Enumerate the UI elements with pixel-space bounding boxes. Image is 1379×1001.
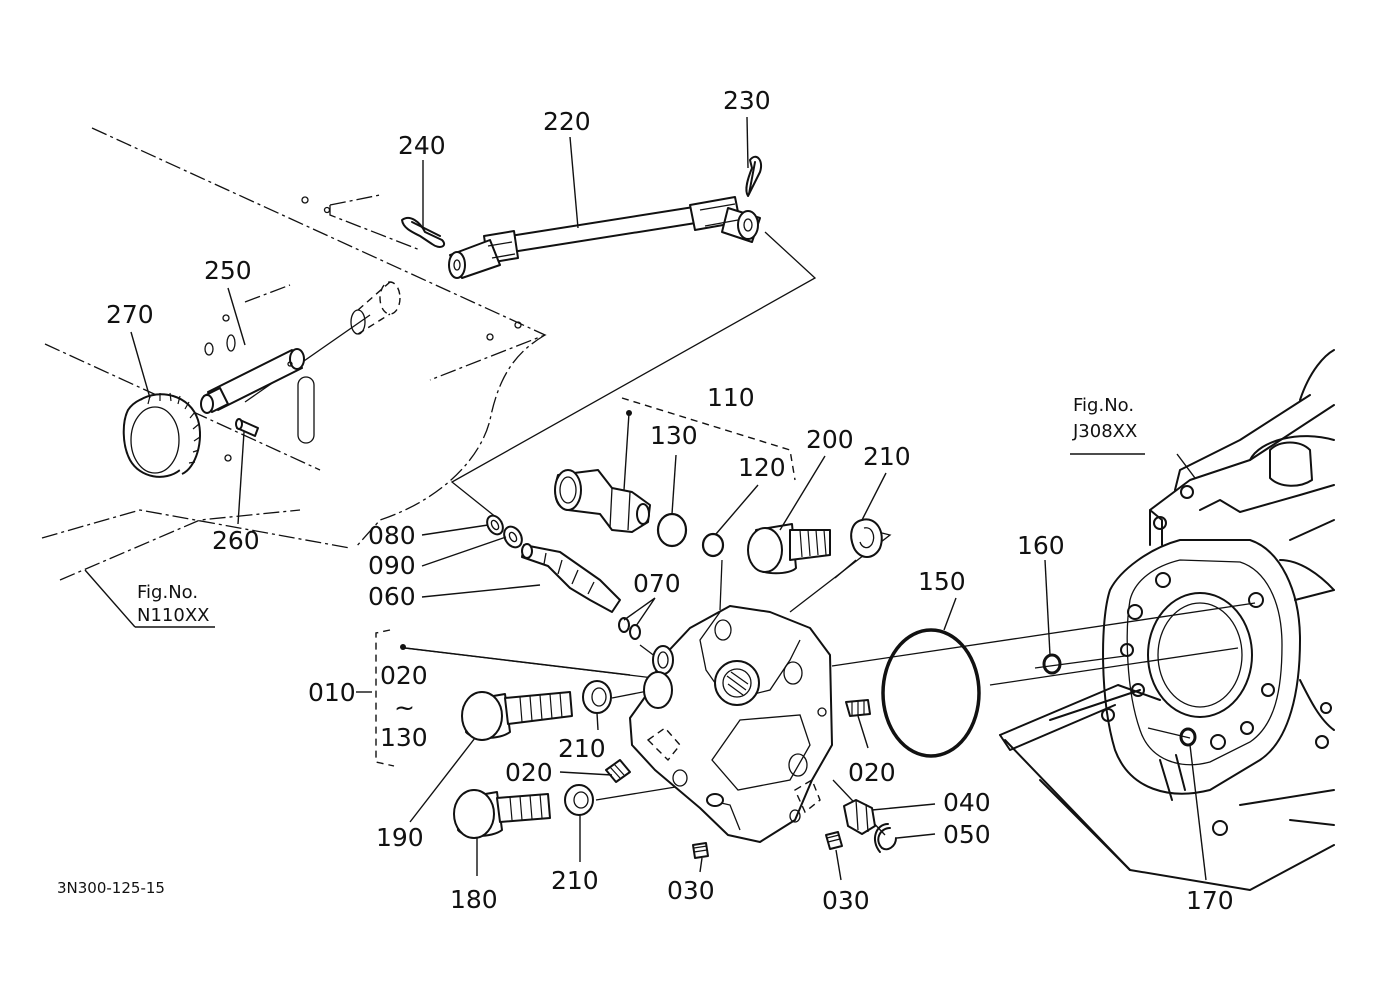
callout-050: 050 — [943, 820, 991, 849]
part-070-oring-a — [618, 617, 630, 633]
ref-j308-line1: Fig.No. — [1073, 395, 1134, 416]
part-060-spool — [521, 543, 621, 613]
callout-150: 150 — [918, 567, 966, 596]
part-210-washer-mid — [582, 680, 612, 714]
part-040-fitting — [843, 799, 876, 835]
callout-170: 170 — [1186, 886, 1234, 915]
part-220-control-rod — [448, 196, 761, 279]
frame-panel-outline — [41, 127, 547, 581]
callout-210-low: 210 — [551, 866, 599, 895]
bracket-010 — [375, 629, 395, 767]
callout-260: 260 — [212, 526, 260, 555]
part-270-knob — [122, 392, 202, 478]
bracket-110 — [621, 397, 796, 481]
leader-lines — [84, 116, 1207, 881]
range-separator: ~ — [394, 693, 415, 722]
callout-130-range-end: 130 — [380, 723, 428, 752]
part-210-washer — [850, 518, 883, 558]
callout-060: 060 — [368, 582, 416, 611]
part-020-plug-lower — [605, 759, 631, 783]
callout-030-left: 030 — [667, 876, 715, 905]
callout-250: 250 — [204, 256, 252, 285]
part-010-housing — [629, 605, 833, 843]
part-070-oring-b — [629, 624, 641, 640]
callout-230: 230 — [723, 86, 771, 115]
callout-160: 160 — [1017, 531, 1065, 560]
callout-010: 010 — [308, 678, 356, 707]
part-180-bolt — [453, 789, 551, 839]
callout-210-top: 210 — [863, 442, 911, 471]
callout-220: 220 — [543, 107, 591, 136]
callout-120: 120 — [738, 453, 786, 482]
part-110-valve — [554, 411, 651, 533]
part-240-clip — [401, 216, 446, 248]
part-190-bolt — [461, 691, 573, 741]
ref-n110-line2: N110XX — [137, 605, 209, 626]
callout-210-mid: 210 — [558, 734, 606, 763]
callout-080: 080 — [368, 521, 416, 550]
callout-270: 270 — [106, 300, 154, 329]
ref-n110-line1: Fig.No. — [137, 582, 198, 603]
callout-030-right: 030 — [822, 886, 870, 915]
part-130-ring — [656, 512, 688, 548]
drawing-code: 3N300-125-15 — [57, 879, 165, 897]
callout-200: 200 — [806, 425, 854, 454]
callout-190: 190 — [376, 823, 424, 852]
callout-070: 070 — [633, 569, 681, 598]
dot-110 — [626, 410, 632, 416]
callout-040: 040 — [943, 788, 991, 817]
part-230-clip — [745, 155, 762, 197]
part-210-washer-low — [564, 784, 594, 816]
part-160-ring — [1042, 653, 1062, 675]
ref-j308-line2: J308XX — [1072, 421, 1137, 442]
part-030-screw-a — [692, 842, 709, 859]
part-020-plug-upper — [817, 699, 871, 717]
part-080-washer — [486, 514, 504, 536]
part-170-ring — [1179, 727, 1197, 747]
part-090-washer — [503, 525, 523, 549]
callout-020-right: 020 — [848, 758, 896, 787]
part-260-pin — [235, 418, 259, 437]
callout-020-range-start: 020 — [380, 661, 428, 690]
transmission-case — [999, 349, 1335, 891]
part-120-ring — [701, 532, 725, 558]
part-250-shaft — [200, 348, 305, 414]
part-050-snap-ring — [873, 823, 897, 853]
part-030-screw-b — [825, 831, 843, 850]
callout-240: 240 — [398, 131, 446, 160]
callout-020-left: 020 — [505, 758, 553, 787]
callout-130-top: 130 — [650, 421, 698, 450]
callout-110: 110 — [707, 383, 755, 412]
part-200-bolt — [747, 523, 831, 575]
callout-090: 090 — [368, 551, 416, 580]
part-150-oring — [881, 628, 981, 758]
dot-010 — [400, 644, 406, 650]
callout-180: 180 — [450, 885, 498, 914]
